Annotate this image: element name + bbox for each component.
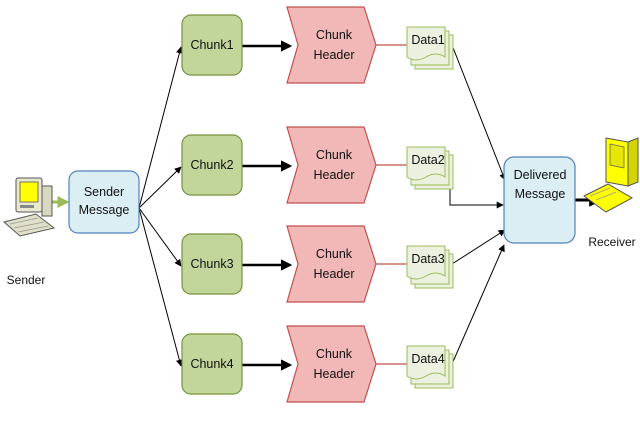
chunk3-label: Chunk3 xyxy=(190,257,233,271)
chunk4-header-line2: Header xyxy=(314,367,355,381)
chunk-node-3: Chunk3 xyxy=(181,233,243,295)
delivered-message-node: Delivered Message xyxy=(503,156,576,244)
chunk-node-4: Chunk4 xyxy=(181,333,243,395)
sender-to-chunk1-arrow xyxy=(138,46,183,209)
sender-to-chunk3-arrow xyxy=(138,207,182,267)
chunk-rows: Chunk1ChunkHeaderData1Chunk2ChunkHeaderD… xyxy=(181,6,454,403)
chunk1-label: Chunk1 xyxy=(190,38,233,52)
sender-to-chunk4-arrow xyxy=(138,207,183,367)
chunk-node-2: Chunk2 xyxy=(181,134,243,196)
chunk4-label: Chunk4 xyxy=(190,357,233,371)
sender-to-chunk2-arrow xyxy=(138,166,182,209)
sender-message-line2: Message xyxy=(79,203,130,217)
chunk1-header-line2: Header xyxy=(314,48,355,62)
data-node-4: Data4 xyxy=(406,345,454,389)
data-node-2: Data2 xyxy=(406,146,454,190)
data-node-1: Data1 xyxy=(406,26,454,70)
data3-to-delivered-arrow xyxy=(451,229,506,265)
chunk4-header-line1: Chunk xyxy=(316,347,353,361)
chunk2-label: Chunk2 xyxy=(190,158,233,172)
data2-to-delivered-arrow xyxy=(449,171,504,209)
chunk3-header-line1: Chunk xyxy=(316,247,353,261)
delivered-message-line2: Message xyxy=(515,187,566,201)
delivered-message-line1: Delivered xyxy=(514,168,567,182)
sender-message-line1: Sender xyxy=(84,185,124,199)
data-node-3: Data3 xyxy=(406,245,454,289)
chunk1-header-line1: Chunk xyxy=(316,28,353,42)
data1-label: Data1 xyxy=(411,33,444,47)
sender-label: Sender xyxy=(7,273,46,287)
receiver-computer-icon xyxy=(583,137,639,213)
data1-to-delivered-arrow xyxy=(451,44,506,181)
receiver-label: Receiver xyxy=(588,235,635,249)
sender-message-node: Sender Message xyxy=(68,170,140,234)
data3-label: Data3 xyxy=(411,252,444,266)
data4-label: Data4 xyxy=(411,352,444,366)
chunk3-header-line2: Header xyxy=(314,267,355,281)
chunk-node-1: Chunk1 xyxy=(181,14,243,76)
data2-label: Data2 xyxy=(411,153,444,167)
data4-to-delivered-arrow xyxy=(451,244,505,365)
chunk2-header-line2: Header xyxy=(314,168,355,182)
connectors xyxy=(50,40,603,371)
chunk2-header-line1: Chunk xyxy=(316,148,353,162)
sender-computer-icon xyxy=(2,177,56,237)
